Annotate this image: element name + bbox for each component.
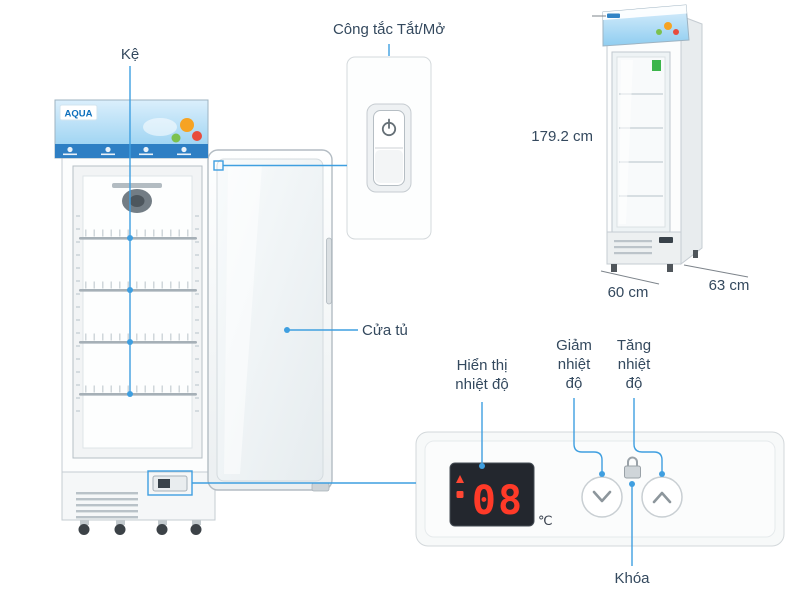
energy-sticker — [652, 60, 661, 71]
switch-zoom-panel — [346, 56, 432, 240]
power-icon — [381, 118, 397, 137]
temperature-unit: ℃ — [538, 513, 553, 528]
decrease-temp-button — [581, 476, 623, 518]
fan-center — [129, 195, 145, 207]
vent-grille — [76, 492, 138, 519]
casters — [78, 520, 202, 535]
lock-icon — [624, 456, 641, 479]
callout-label-increase: Tăng nhiệt độ — [616, 337, 652, 393]
fruit-red — [192, 131, 202, 141]
dimension-label-height: 179.2 cm — [531, 128, 593, 145]
banner-lightbox: AQUA — [54, 99, 209, 159]
fridge-door-open — [207, 149, 333, 492]
fridge-display-screen — [158, 479, 170, 488]
cool-indicator-icon — [456, 491, 464, 498]
callout-label-shelf: Kệ — [120, 46, 140, 63]
door-handle — [326, 237, 332, 305]
callout-connectors — [127, 44, 665, 566]
temperature-display — [449, 462, 535, 527]
chevron-down-icon — [592, 490, 612, 503]
closed-fridge — [602, 4, 703, 272]
evaporator-vent — [112, 183, 162, 188]
callout-label-temp-display: Hiển thị nhiệt độ — [455, 357, 509, 394]
door-hinge — [311, 482, 330, 492]
increase-temp-button — [641, 476, 683, 518]
fruit-orange — [180, 118, 194, 132]
brand-logo: AQUA — [65, 109, 93, 120]
callout-label-lock: Khóa — [614, 570, 650, 587]
rocker-lower — [375, 150, 403, 183]
dimension-label-width: 60 cm — [607, 284, 649, 301]
compressor-vents — [614, 240, 652, 255]
callout-label-door: Cửa tủ — [362, 322, 408, 339]
temperature-value: 08 — [472, 478, 524, 524]
chevron-up-icon — [652, 491, 672, 504]
dimension-label-depth: 63 cm — [708, 277, 750, 294]
fruit-green — [171, 133, 181, 143]
interior-back-wall — [82, 175, 193, 449]
control-panel: 08 ℃ — [415, 431, 785, 547]
open-fridge — [61, 157, 216, 535]
callout-label-power-switch: Công tắc Tắt/Mở — [332, 21, 446, 38]
callout-label-decrease: Giảm nhiệt độ — [556, 337, 592, 393]
alarm-indicator-icon — [456, 475, 464, 483]
dimension-marks — [592, 15, 749, 285]
wire-shelves — [79, 229, 197, 396]
banner-feature-icons — [63, 146, 191, 156]
